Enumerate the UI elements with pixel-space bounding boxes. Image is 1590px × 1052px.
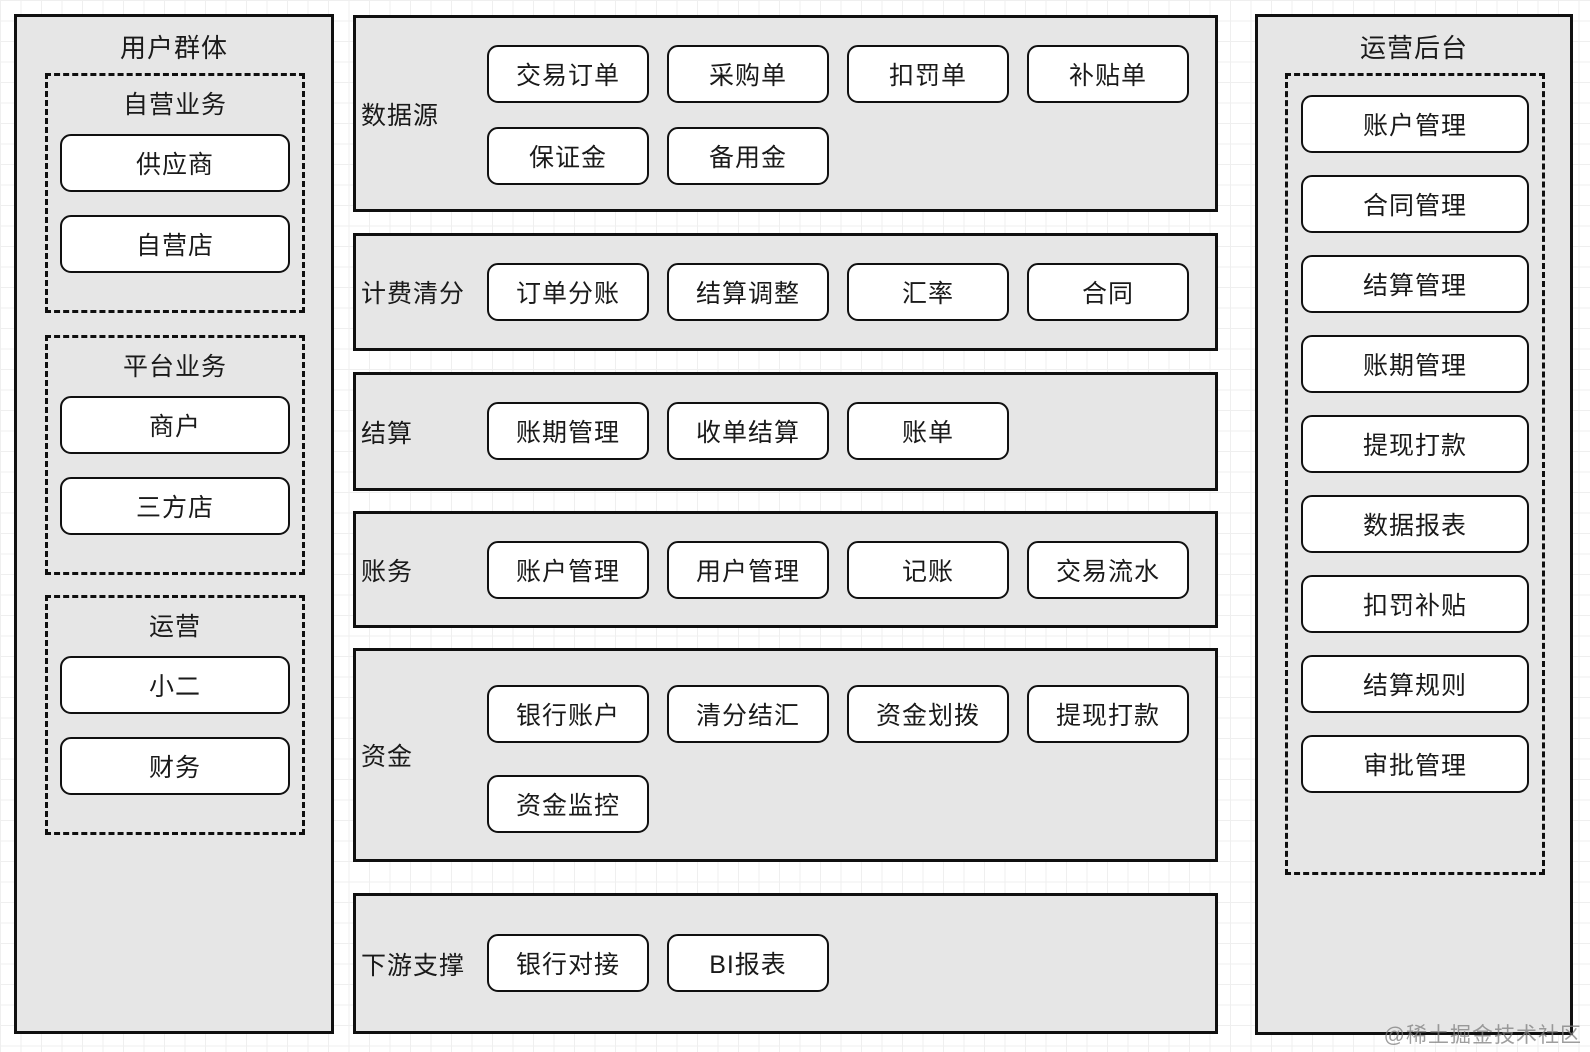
box-supplier: 供应商	[60, 134, 290, 192]
box-deposit: 保证金	[487, 127, 649, 185]
box-settlement-adjustment: 结算调整	[667, 263, 829, 321]
box-acquiring-settlement: 收单结算	[667, 402, 829, 460]
platform-business-group: 平台业务 商户 三方店	[45, 335, 305, 575]
box-bookkeeping: 记账	[847, 541, 1009, 599]
box-reserve-fund: 备用金	[667, 127, 829, 185]
ops-backend-modules-group: 账户管理 合同管理 结算管理 账期管理 提现打款 数据报表 扣罚补贴 结算规则 …	[1285, 73, 1545, 875]
box-clearing-fx: 清分结汇	[667, 685, 829, 743]
box-third-party-store: 三方店	[60, 477, 290, 535]
box-contract: 合同	[1027, 263, 1189, 321]
settlement-label: 结算	[361, 419, 414, 448]
box-account-mgmt: 账户管理	[487, 541, 649, 599]
box-subsidy-order: 补贴单	[1027, 45, 1189, 103]
box-rp-account-mgmt: 账户管理	[1301, 95, 1529, 153]
downstream-support-label: 下游支撑	[361, 951, 466, 980]
funds-label: 资金	[361, 743, 414, 771]
ops-backend-panel: 运营后台 账户管理 合同管理 结算管理 账期管理 提现打款 数据报表 扣罚补贴 …	[1255, 14, 1573, 1035]
settlement-row: 结算 账期管理 收单结算 账单	[353, 372, 1218, 491]
box-rp-data-report: 数据报表	[1301, 495, 1529, 553]
downstream-support-row: 下游支撑 银行对接 BI报表	[353, 893, 1218, 1034]
box-rp-settlement-rules: 结算规则	[1301, 655, 1529, 713]
self-operated-group: 自营业务 供应商 自营店	[45, 73, 305, 313]
box-finance: 财务	[60, 737, 290, 795]
box-bill: 账单	[847, 402, 1009, 460]
box-self-store: 自营店	[60, 215, 290, 273]
box-purchase-order: 采购单	[667, 45, 829, 103]
juejin-watermark: @稀土掘金技术社区	[1383, 1024, 1582, 1047]
box-rp-approval-mgmt: 审批管理	[1301, 735, 1529, 793]
box-payment-term-mgmt: 账期管理	[487, 402, 649, 460]
data-source-label: 数据源	[361, 101, 440, 130]
box-rp-contract-mgmt: 合同管理	[1301, 175, 1529, 233]
box-withdrawal-payout: 提现打款	[1027, 685, 1189, 743]
billing-clearing-row: 计费清分 订单分账 结算调整 汇率 合同	[353, 233, 1218, 351]
box-bank-account: 银行账户	[487, 685, 649, 743]
box-ops-staff: 小二	[60, 656, 290, 714]
box-bi-report: BI报表	[667, 934, 829, 992]
platform-business-group-title: 平台业务	[122, 353, 227, 381]
box-rp-payment-term-mgmt: 账期管理	[1301, 335, 1529, 393]
box-order-split: 订单分账	[487, 263, 649, 321]
user-groups-panel: 用户群体 自营业务 供应商 自营店 平台业务 商户 三方店 运营 小二 财务	[14, 14, 334, 1034]
billing-clearing-label: 计费清分	[361, 280, 466, 308]
self-operated-group-title: 自营业务	[122, 91, 227, 119]
box-merchant: 商户	[60, 396, 290, 454]
operations-group-title: 运营	[148, 613, 201, 641]
box-transaction-flow: 交易流水	[1027, 541, 1189, 599]
accounting-label: 账务	[361, 557, 414, 586]
user-groups-title: 用户群体	[119, 33, 228, 63]
box-rp-penalty-subsidy: 扣罚补贴	[1301, 575, 1529, 633]
data-source-row: 数据源 交易订单 采购单 扣罚单 补贴单 保证金 备用金	[353, 15, 1218, 212]
box-user-mgmt: 用户管理	[667, 541, 829, 599]
funds-row: 资金 银行账户 清分结汇 资金划拨 提现打款 资金监控	[353, 648, 1218, 862]
box-penalty-order: 扣罚单	[847, 45, 1009, 103]
accounting-row: 账务 账户管理 用户管理 记账 交易流水	[353, 511, 1218, 628]
box-trade-order: 交易订单	[487, 45, 649, 103]
box-exchange-rate: 汇率	[847, 263, 1009, 321]
operations-group: 运营 小二 财务	[45, 595, 305, 835]
box-fund-monitoring: 资金监控	[487, 775, 649, 833]
box-rp-withdrawal-payout: 提现打款	[1301, 415, 1529, 473]
box-fund-transfer: 资金划拨	[847, 685, 1009, 743]
box-bank-integration: 银行对接	[487, 934, 649, 992]
ops-backend-title: 运营后台	[1359, 33, 1468, 63]
box-rp-settlement-mgmt: 结算管理	[1301, 255, 1529, 313]
